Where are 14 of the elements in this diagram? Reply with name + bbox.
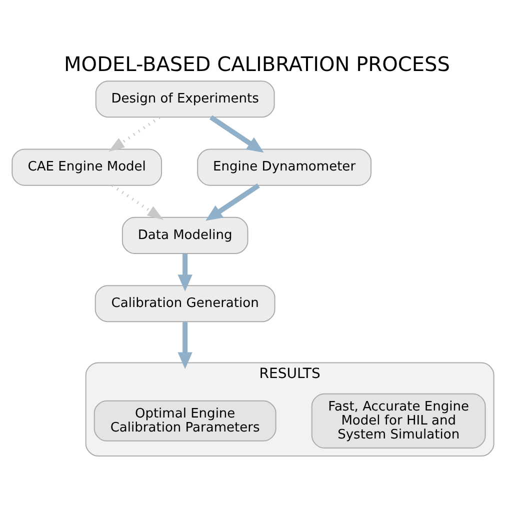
arrow bbox=[206, 182, 260, 220]
arrow bbox=[178, 322, 192, 368]
node-box: Calibration Generation bbox=[94, 284, 276, 322]
node-box: Design of Experiments bbox=[95, 80, 275, 118]
node-box: CAE Engine Model bbox=[12, 148, 162, 186]
arrow bbox=[178, 253, 192, 291]
node-box: Optimal Engine Calibration Parameters bbox=[94, 400, 276, 441]
arrow bbox=[112, 184, 164, 220]
node-box: Data Modeling bbox=[122, 216, 248, 254]
arrow bbox=[210, 114, 264, 152]
node-box: Engine Dynamometer bbox=[197, 148, 372, 186]
diagram-title: MODEL-BASED CALIBRATION PROCESS bbox=[64, 52, 450, 76]
arrow bbox=[108, 116, 160, 152]
node-box: Fast, Accurate Engine Model for HIL and System Simulation bbox=[311, 392, 486, 448]
